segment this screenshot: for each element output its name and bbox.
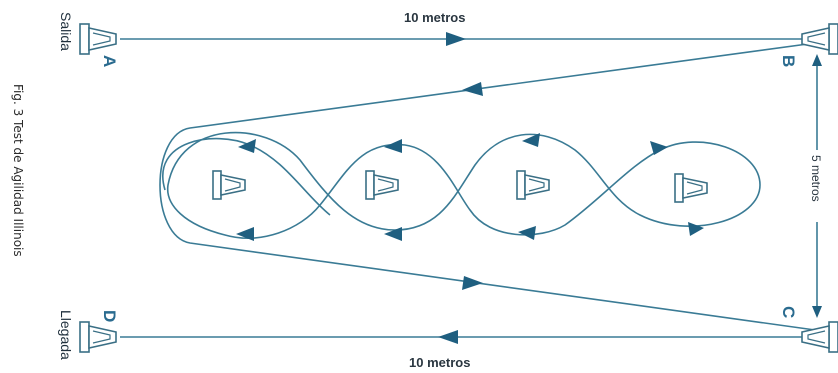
weave-arrow-7 xyxy=(650,141,668,155)
cone-a-icon xyxy=(79,23,117,55)
top-path-arrow xyxy=(446,32,466,46)
weave-arrow-6 xyxy=(518,226,536,240)
figure-caption: Fig. 3 Test de Agilidad Illinois xyxy=(11,84,25,257)
weave-arrow-4 xyxy=(384,227,402,241)
middle-cone-1-icon xyxy=(212,170,246,200)
weave-arrow-3 xyxy=(384,139,402,153)
cone-a-label: A xyxy=(100,55,119,67)
cone-c-icon xyxy=(801,321,838,353)
weave-path-upper xyxy=(166,131,761,239)
side-distance-label: 5 metros xyxy=(809,155,823,202)
cone-b-label: B xyxy=(779,55,798,67)
side-dimension-arrow-bottom xyxy=(812,306,822,318)
upper-diagonal-arrow xyxy=(462,82,483,96)
middle-cone-2-icon xyxy=(365,170,399,200)
bottom-distance-label: 10 metros xyxy=(409,355,470,370)
middle-cone-3-icon xyxy=(516,170,550,200)
cone-d-icon xyxy=(79,321,117,353)
bottom-path-arrow xyxy=(438,330,458,344)
weave-arrow-8 xyxy=(688,222,704,236)
side-label-bg xyxy=(807,150,827,222)
lower-diagonal-arrow xyxy=(462,276,483,290)
start-label: Salida xyxy=(58,12,74,51)
middle-cone-4-icon xyxy=(674,173,708,203)
weave-arrow-1 xyxy=(238,139,256,153)
weave-arrow-5 xyxy=(522,133,540,147)
cone-d-label: D xyxy=(100,310,119,322)
top-distance-label: 10 metros xyxy=(404,10,465,25)
side-dimension-arrow-top xyxy=(812,54,822,66)
cone-c-label: C xyxy=(779,306,798,318)
cone-b-icon xyxy=(801,23,838,55)
upper-diagonal-path xyxy=(159,42,816,331)
finish-label: Llegada xyxy=(58,310,74,360)
weave-arrow-2 xyxy=(236,227,254,241)
